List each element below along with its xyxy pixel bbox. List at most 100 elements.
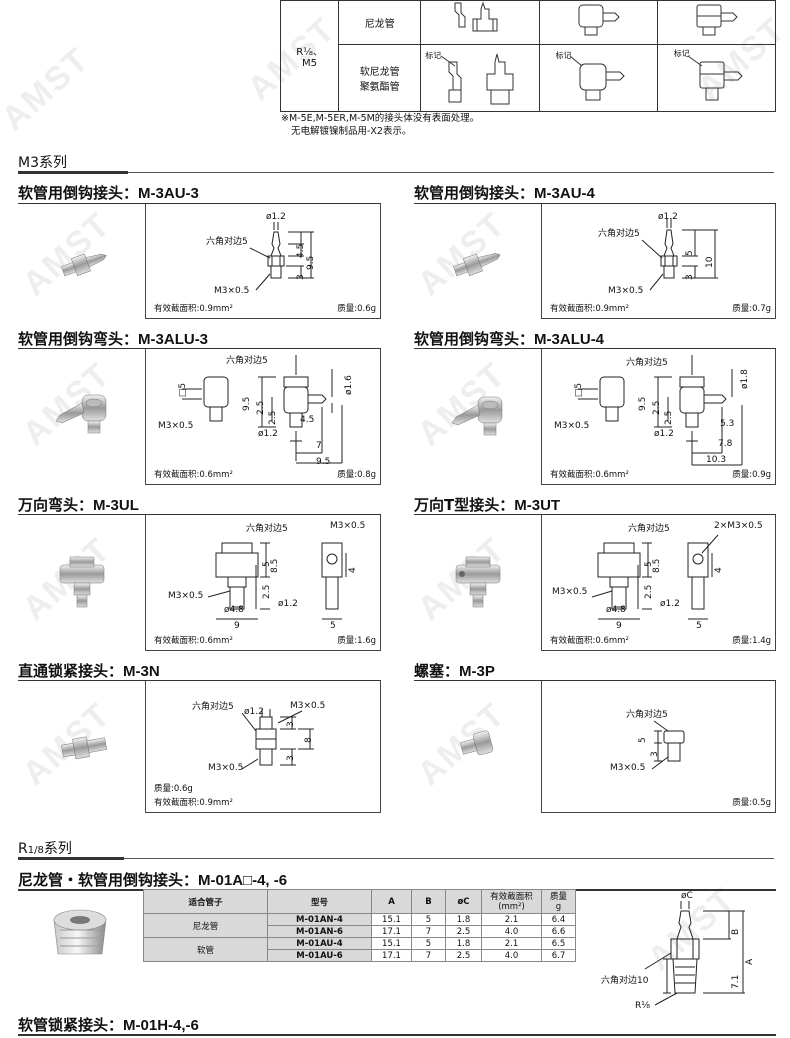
value-cell: 15.1 bbox=[371, 937, 412, 950]
product-title: 软管用倒钩接头：M-3AU-4 bbox=[414, 184, 595, 202]
dim-v2: 2.5 bbox=[256, 400, 266, 415]
m3ul-drawing bbox=[207, 542, 347, 620]
dim-v1: 9.5 bbox=[242, 396, 252, 411]
model-cell: M-01AN-4 bbox=[267, 913, 372, 926]
dimension-drawing: 六角对边5 M3×0.5 M3×0.5 ø4.8 ø1.2 5 8.5 2.5 … bbox=[145, 515, 381, 651]
fitting-photo bbox=[459, 730, 494, 756]
col-header: øC bbox=[445, 889, 482, 914]
dim-v2: 8.5 bbox=[652, 558, 662, 573]
dim-thread-2: M3×0.5 bbox=[330, 521, 366, 531]
dimension-drawing: øC B A 7.1 六角对边10 R¹⁄₈ bbox=[585, 889, 776, 1014]
product-title: 万向T型接头：M-3UT bbox=[414, 496, 561, 514]
value-cell: 1.8 bbox=[445, 937, 482, 950]
dim-hex: 六角对边5 bbox=[626, 358, 668, 368]
model-cell: M-01AU-4 bbox=[267, 937, 372, 950]
m3ut-drawing bbox=[591, 534, 719, 620]
m3au4-drawing bbox=[641, 218, 718, 291]
dim-hex: 六角对边5 bbox=[628, 524, 670, 534]
dimension-drawing: ø1.2 六角对边5 M3×0.5 4.5 9.5 3 有效截面积:0.9mm²… bbox=[145, 204, 381, 319]
elbow-fitting-drawing bbox=[578, 4, 620, 36]
dim-hex: 六角对边5 bbox=[206, 237, 248, 247]
dim-thread-2: 2×M3×0.5 bbox=[714, 521, 763, 531]
drawing-cell: 标记 bbox=[538, 44, 658, 112]
m3alu3-drawing bbox=[182, 355, 343, 464]
dim-v3: 2.5 bbox=[664, 410, 674, 425]
dim-diameter: ø1.2 bbox=[266, 212, 286, 222]
product-card: ø1.2 六角对边5 M3×0.5 4.5 9.5 3 有效截面积:0.9mm²… bbox=[18, 203, 381, 319]
m3au3-drawing bbox=[249, 222, 314, 291]
dim-hex: 六角对边5 bbox=[626, 710, 668, 720]
value-cell: 5 bbox=[411, 913, 446, 926]
note-line: 无电解镀镍制品用-X2表示。 bbox=[291, 126, 412, 137]
product-title: 尼龙管・软管用倒钩接头：M-01A□-4, -6 bbox=[18, 871, 288, 889]
dim-h1: 9 bbox=[616, 621, 622, 631]
dim-hex: 六角对边5 bbox=[192, 702, 234, 712]
product-photo bbox=[18, 515, 145, 651]
mass: 质量:0.6g bbox=[154, 784, 193, 794]
dim-diameter: ø4.8 bbox=[606, 605, 626, 615]
product-card: 六角对边5 2×M3×0.5 M3×0.5 ø4.8 ø1.2 5 8.5 2.… bbox=[414, 514, 776, 651]
product-title: 软管锁紧接头：M-01H-4,-6 bbox=[18, 1016, 199, 1034]
tube-cell: 软尼龙管 聚氨酯管 bbox=[338, 44, 422, 112]
product-photo bbox=[18, 681, 145, 813]
fitting-photo bbox=[453, 253, 501, 277]
dim-v2: 8.5 bbox=[270, 558, 280, 573]
dimension-drawing: 六角对边5 ø1.2 M3×0.5 M3×0.5 3 8 3 质量:0.6g 有… bbox=[145, 681, 381, 813]
mass: 质量:0.6g bbox=[337, 304, 376, 314]
dim-v3: 3 bbox=[296, 274, 306, 280]
dim-diameter-2: ø1.8 bbox=[740, 369, 750, 389]
dim-b: B bbox=[731, 928, 741, 935]
value-cell: 1.8 bbox=[445, 913, 482, 926]
mass: 质量:1.6g bbox=[337, 636, 376, 646]
watermark: AMST bbox=[0, 40, 98, 139]
effective-area: 有效截面积:0.6mm² bbox=[550, 470, 629, 480]
drawing-cell: 标记 bbox=[420, 44, 540, 112]
dim-v4: 4 bbox=[714, 567, 724, 573]
dim-v3: 3 bbox=[685, 274, 695, 280]
product-title: 螺塞：M-3P bbox=[414, 662, 495, 680]
dim-v2: 9.5 bbox=[306, 255, 316, 270]
dim-v: 7.1 bbox=[731, 974, 741, 989]
drawing-cell: 标记 bbox=[656, 44, 777, 112]
series-rule bbox=[18, 171, 128, 174]
value-cell: 2.1 bbox=[481, 937, 542, 950]
m3p-drawing bbox=[651, 720, 685, 770]
tube-cell: 软管 bbox=[143, 937, 268, 962]
value-cell: 2.5 bbox=[445, 925, 482, 938]
mark-label: 标记 bbox=[673, 49, 690, 58]
product-title: 软管用倒钩弯头：M-3ALU-3 bbox=[18, 330, 209, 348]
series-title: M3系列 bbox=[18, 155, 67, 171]
fitting-photo bbox=[61, 736, 108, 760]
dim-h1: 9 bbox=[234, 621, 240, 631]
dim-thread: M3×0.5 bbox=[214, 286, 250, 296]
drawing-cell bbox=[420, 0, 540, 45]
dim-diameter-2: ø1.2 bbox=[660, 599, 680, 609]
product-title: 直通锁紧接头：M-3N bbox=[18, 662, 160, 680]
model-cell: M-01AN-6 bbox=[267, 925, 372, 938]
dim-v2: 3 bbox=[650, 751, 660, 757]
dim-v4: 4.5 bbox=[300, 415, 315, 425]
product-photo bbox=[414, 515, 541, 651]
product-card: 六角对边5 M3×0.5 5 3 质量:0.5g bbox=[414, 680, 776, 813]
product-photo bbox=[18, 349, 145, 485]
value-cell: 17.1 bbox=[371, 925, 412, 938]
dim-diameter: ø1.2 bbox=[258, 429, 278, 439]
product-title: 软管用倒钩接头：M-3AU-3 bbox=[18, 184, 199, 202]
effective-area: 有效截面积:0.6mm² bbox=[550, 636, 629, 646]
effective-area: 有效截面积:0.9mm² bbox=[550, 304, 629, 314]
effective-area: 有效截面积:0.9mm² bbox=[154, 798, 233, 808]
value-cell: 6.7 bbox=[541, 949, 576, 962]
drawing-cell bbox=[538, 0, 658, 45]
m3alu4-drawing bbox=[578, 355, 743, 466]
dim-a: A bbox=[745, 958, 755, 965]
dim-v2: 10 bbox=[705, 256, 715, 268]
straight-fitting-drawing bbox=[454, 1, 498, 32]
drawing-cell bbox=[656, 0, 777, 45]
size-cell: R¹⁄₈、 M5 bbox=[279, 0, 340, 112]
col-header: B bbox=[411, 889, 446, 914]
dim-v3: 2.5 bbox=[262, 584, 272, 599]
m3n-drawing bbox=[241, 709, 314, 770]
spec-table: 适合管子 型号 A B øC 有效截面积 (mm²) 质量 g 尼龙管 M-01… bbox=[143, 889, 576, 962]
value-cell: 5 bbox=[411, 937, 446, 950]
dim-thread: R¹⁄₈ bbox=[635, 1001, 650, 1011]
